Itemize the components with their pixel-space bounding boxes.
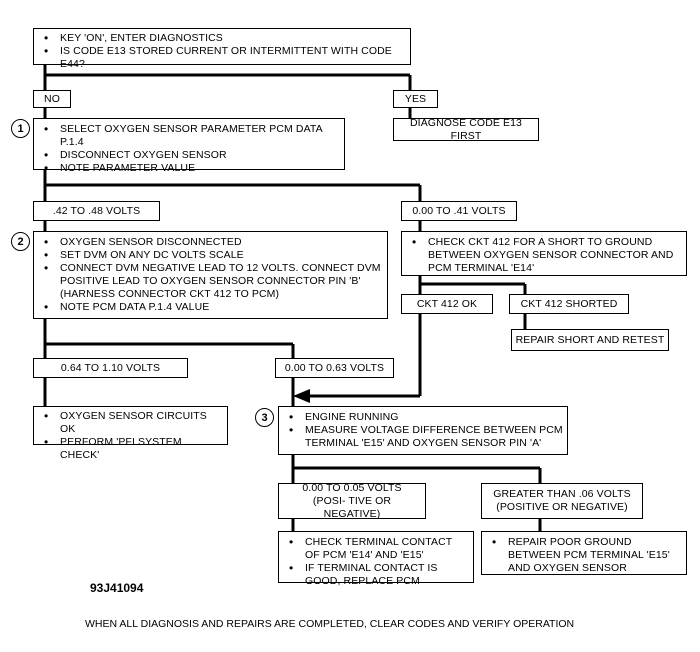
bullet-item: IS CODE E13 STORED CURRENT OR INTERMITTE…	[38, 45, 406, 71]
repair-poor-ground-box: REPAIR POOR GROUND BETWEEN PCM TERMINAL …	[481, 531, 687, 575]
bullet-item: KEY 'ON', ENTER DIAGNOSTICS	[38, 32, 406, 45]
step-2-box: OXYGEN SENSOR DISCONNECTED SET DVM ON AN…	[33, 231, 388, 319]
step-3-box: ENGINE RUNNING MEASURE VOLTAGE DIFFERENC…	[278, 406, 568, 455]
bullet-item: PERFORM 'PFI SYSTEM CHECK'	[38, 436, 223, 462]
footer-note: WHEN ALL DIAGNOSIS AND REPAIRS ARE COMPL…	[85, 618, 575, 630]
ckt-412-ok-label: CKT 412 OK	[401, 294, 493, 314]
bullet-item: OXYGEN SENSOR CIRCUITS OK	[38, 410, 223, 436]
bullet-item: NOTE PARAMETER VALUE	[38, 162, 340, 175]
yes-branch-label: YES	[393, 90, 438, 108]
bullet-item: CONNECT DVM NEGATIVE LEAD TO 12 VOLTS. C…	[38, 262, 383, 301]
bullet-item: SET DVM ON ANY DC VOLTS SCALE	[38, 249, 383, 262]
arrow-head	[293, 389, 310, 403]
step-1-marker: 1	[11, 119, 30, 138]
bullet-item: NOTE PCM DATA P.1.4 VALUE	[38, 301, 383, 314]
voltage-064-110-label: 0.64 TO 1.10 VOLTS	[33, 358, 188, 378]
voltage-gt-006-label: GREATER THAN .06 VOLTS (POSITIVE OR NEGA…	[481, 483, 643, 519]
bullet-item: OXYGEN SENSOR DISCONNECTED	[38, 236, 383, 249]
repair-short-box: REPAIR SHORT AND RETEST	[511, 329, 669, 351]
check-ckt-412-box: CHECK CKT 412 FOR A SHORT TO GROUND BETW…	[401, 231, 687, 276]
diagnose-e13-box: DIAGNOSE CODE E13 FIRST	[393, 117, 539, 142]
step-2-marker: 2	[11, 232, 30, 251]
bullet-item: CHECK CKT 412 FOR A SHORT TO GROUND BETW…	[406, 236, 682, 275]
key-on-diagnostics-box: KEY 'ON', ENTER DIAGNOSTICS IS CODE E13 …	[33, 28, 411, 70]
voltage-000-063-label: 0.00 TO 0.63 VOLTS	[275, 358, 394, 378]
bullet-item: IF TERMINAL CONTACT IS GOOD, REPLACE PCM	[283, 562, 469, 588]
bullet-item: MEASURE VOLTAGE DIFFERENCE BETWEEN PCM T…	[283, 424, 563, 450]
check-terminal-contact-box: CHECK TERMINAL CONTACT OF PCM 'E14' AND …	[278, 531, 474, 587]
ckt-412-shorted-label: CKT 412 SHORTED	[509, 294, 629, 314]
bullet-item: REPAIR POOR GROUND BETWEEN PCM TERMINAL …	[486, 536, 682, 575]
bullet-item: SELECT OXYGEN SENSOR PARAMETER PCM DATA …	[38, 123, 340, 149]
no-branch-label: NO	[33, 90, 71, 108]
bullet-item: ENGINE RUNNING	[283, 411, 563, 424]
bullet-item: CHECK TERMINAL CONTACT OF PCM 'E14' AND …	[283, 536, 469, 562]
voltage-042-048-label: .42 TO .48 VOLTS	[33, 201, 160, 221]
step-3-marker: 3	[255, 408, 274, 427]
figure-id: 93J41094	[90, 581, 144, 595]
bullet-item: DISCONNECT OXYGEN SENSOR	[38, 149, 340, 162]
voltage-000-005-label: 0.00 TO 0.05 VOLTS (POSI- TIVE OR NEGATI…	[278, 482, 426, 520]
step-1-box: SELECT OXYGEN SENSOR PARAMETER PCM DATA …	[33, 118, 345, 175]
sensor-circuits-ok-box: OXYGEN SENSOR CIRCUITS OK PERFORM 'PFI S…	[33, 406, 228, 461]
voltage-000-041-label: 0.00 TO .41 VOLTS	[401, 201, 517, 221]
